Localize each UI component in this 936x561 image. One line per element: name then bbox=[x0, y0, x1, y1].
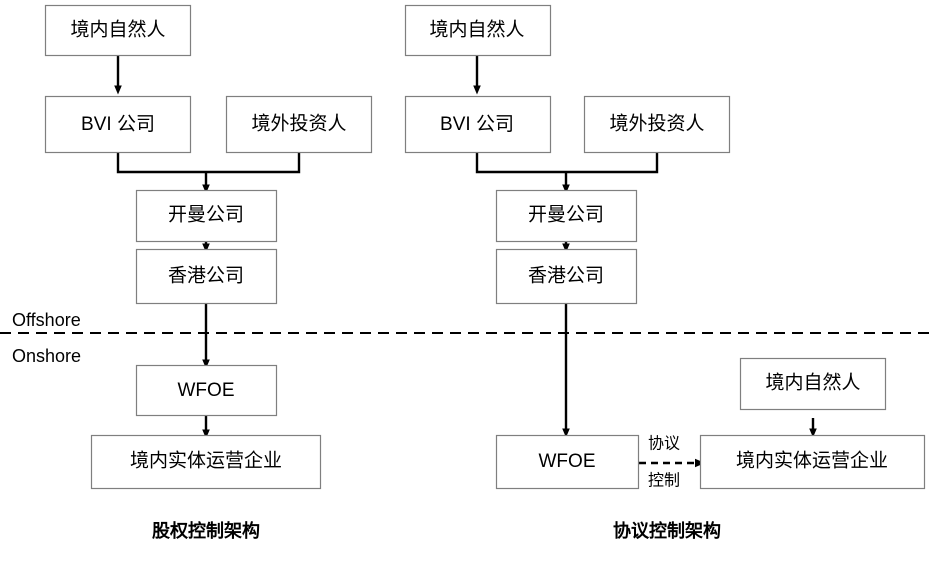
node-left-hongkong-company: 香港公司 bbox=[135, 248, 278, 305]
node-label: 境外投资人 bbox=[609, 112, 704, 134]
edge-offshore-investor-to-merge bbox=[206, 152, 301, 174]
node-label: 境外投资人 bbox=[251, 112, 346, 134]
node-label: 境内自然人 bbox=[429, 18, 524, 40]
node-right-domestic-individual: 境内自然人 bbox=[404, 4, 552, 57]
node-right-domestic-individual-2: 境内自然人 bbox=[739, 357, 887, 411]
vie-annotation-bottom: 控制 bbox=[648, 472, 680, 490]
node-box bbox=[135, 248, 278, 305]
edge-bvi-to-merge bbox=[116, 152, 206, 174]
node-label: WFOE bbox=[539, 451, 596, 472]
onshore-label: Onshore bbox=[12, 346, 81, 366]
node-left-wfoe: WFOE bbox=[135, 364, 278, 417]
node-label: 开曼公司 bbox=[528, 204, 604, 225]
node-right-wfoe: WFOE bbox=[495, 434, 640, 490]
caption-left-structure: 股权控制架构 bbox=[151, 520, 260, 541]
node-right-cayman-company: 开曼公司 bbox=[495, 189, 638, 243]
node-left-cayman-company: 开曼公司 bbox=[135, 189, 278, 243]
node-right-offshore-investor: 境外投资人 bbox=[583, 95, 731, 154]
node-box bbox=[583, 95, 731, 154]
node-box bbox=[90, 434, 322, 490]
node-right-operating-entity: 境内实体运营企业 bbox=[699, 434, 926, 490]
node-label: WFOE bbox=[178, 380, 235, 401]
node-box bbox=[699, 434, 926, 490]
node-box bbox=[135, 364, 278, 417]
node-box bbox=[225, 95, 373, 154]
node-label: 境内自然人 bbox=[70, 18, 165, 40]
node-left-offshore-investor: 境外投资人 bbox=[225, 95, 373, 154]
node-box bbox=[135, 189, 278, 243]
node-box bbox=[495, 434, 640, 490]
node-left-bvi-company: BVI 公司 bbox=[44, 95, 192, 154]
node-box bbox=[404, 95, 552, 154]
node-label: BVI 公司 bbox=[81, 114, 155, 135]
node-box bbox=[44, 95, 192, 154]
offshore-label: Offshore bbox=[12, 310, 81, 330]
offshore-onshore-divider: Offshore Onshore bbox=[0, 310, 936, 366]
node-right-bvi-company: BVI 公司 bbox=[404, 95, 552, 154]
node-left-domestic-individual: 境内自然人 bbox=[44, 4, 192, 57]
right-connectors bbox=[473, 55, 817, 438]
node-left-operating-entity: 境内实体运营企业 bbox=[90, 434, 322, 490]
node-box bbox=[739, 357, 887, 411]
vie-annotation-top: 协议 bbox=[648, 435, 680, 453]
node-box bbox=[404, 4, 552, 57]
node-label: 境内实体运营企业 bbox=[130, 449, 282, 471]
node-label: 香港公司 bbox=[528, 264, 604, 286]
node-label: 开曼公司 bbox=[168, 204, 244, 225]
node-label: 境内实体运营企业 bbox=[736, 449, 888, 471]
edge-bvi-to-merge bbox=[475, 152, 566, 174]
node-box bbox=[495, 248, 638, 305]
node-box bbox=[44, 4, 192, 57]
edge-offshore-investor-to-merge bbox=[566, 152, 659, 174]
node-label: 境内自然人 bbox=[765, 371, 860, 393]
node-box bbox=[495, 189, 638, 243]
node-right-hongkong-company: 香港公司 bbox=[495, 248, 638, 305]
node-label: BVI 公司 bbox=[440, 114, 514, 135]
vie-control-link: 协议 控制 bbox=[639, 435, 705, 490]
caption-right-structure: 协议控制架构 bbox=[613, 520, 721, 541]
node-label: 香港公司 bbox=[168, 264, 244, 286]
